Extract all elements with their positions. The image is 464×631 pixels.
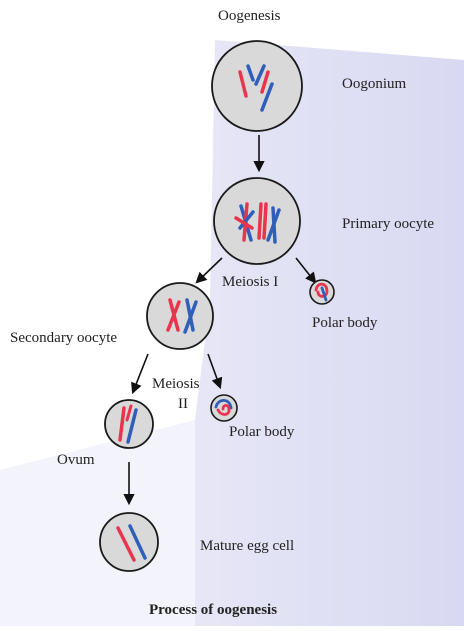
label-meiosis-1: Meiosis I [222,273,278,291]
label-meiosis-2-line2: II [178,395,188,413]
label-ovum: Ovum [57,451,95,469]
label-polar-body-2: Polar body [229,423,294,441]
oogonium-cell [212,41,302,131]
label-polar-body-1: Polar body [312,314,377,332]
label-mature-egg-cell: Mature egg cell [200,537,294,555]
label-oogonium: Oogonium [342,75,406,93]
diagram-title: Oogenesis [218,7,281,25]
label-meiosis-2-line1: Meiosis [152,375,200,393]
background-band-shadow [0,420,195,626]
label-primary-oocyte: Primary oocyte [342,215,434,233]
ovum-cell [105,400,153,448]
mature-egg-cell [100,513,158,571]
diagram-caption: Process of oogenesis [149,601,277,619]
polar-body-2-cell [211,395,237,421]
polar-body-1-cell [310,280,334,304]
label-secondary-oocyte: Secondary oocyte [10,329,117,347]
arrow-secondary-to-ovum [133,354,148,392]
secondary-oocyte-cell [147,283,213,349]
primary-oocyte-cell [214,178,300,264]
